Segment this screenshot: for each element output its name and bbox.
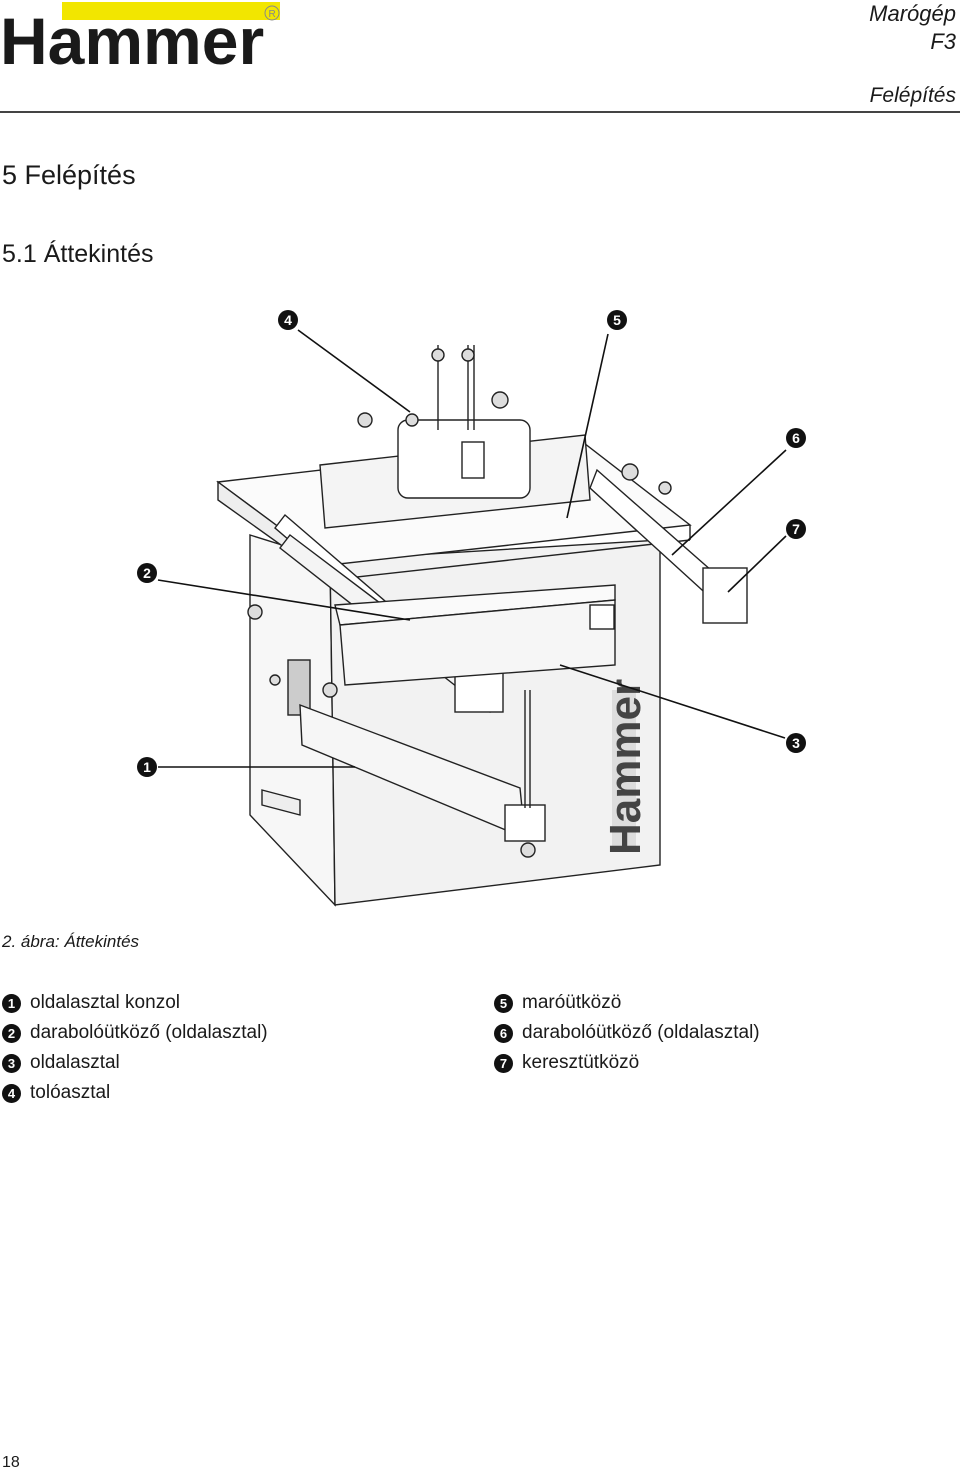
legend-item: 4 tolóasztal <box>2 1078 442 1108</box>
legend-number: 5 <box>494 993 513 1013</box>
svg-text:5: 5 <box>613 312 621 328</box>
callout-2-marker: 2 <box>137 563 157 583</box>
legend-number: 3 <box>2 1053 21 1073</box>
header-product-block: Marógép F3 <box>869 0 956 56</box>
callout-5-marker: 5 <box>607 310 627 330</box>
svg-text:2: 2 <box>143 565 151 581</box>
svg-text:7: 7 <box>792 521 800 537</box>
page-number: 18 <box>2 1454 20 1471</box>
chapter-heading: 5 Felépítés <box>2 160 136 190</box>
legend-left: 1 oldalasztal konzol 2 darabolóütköző (o… <box>2 988 442 1108</box>
legend-label: darabolóütköző (oldalasztal) <box>30 1022 268 1043</box>
svg-text:4: 4 <box>284 312 292 328</box>
figure-caption: 2. ábra: Áttekintés <box>2 932 140 951</box>
legend-item: 2 darabolóütköző (oldalasztal) <box>2 1018 442 1048</box>
legend-label: oldalasztal <box>30 1052 120 1073</box>
legend-label: tolóasztal <box>30 1082 111 1103</box>
svg-text:6: 6 <box>792 430 800 446</box>
registered-mark: R <box>269 9 276 20</box>
header-section: Felépítés <box>869 84 956 107</box>
header-model: F3 <box>930 29 956 54</box>
legend-number: 2 <box>2 1023 21 1043</box>
legend-number: 1 <box>2 993 21 1013</box>
legend-number: 7 <box>494 1053 513 1073</box>
section-heading: 5.1 Áttekintés <box>2 240 154 268</box>
legend-item: 3 oldalasztal <box>2 1048 442 1078</box>
legend-label: darabolóütköző (oldalasztal) <box>522 1022 760 1043</box>
callout-7-marker: 7 <box>786 519 806 539</box>
legend-label: oldalasztal konzol <box>30 992 180 1013</box>
logo-text: Hammer <box>0 4 264 72</box>
legend-label: keresztütközö <box>522 1052 640 1073</box>
legend-item: 7 keresztütközö <box>494 1048 934 1078</box>
side-logo-text: Hammer <box>601 679 650 855</box>
svg-text:1: 1 <box>143 759 151 775</box>
legend-right: 5 maróütközö 6 darabolóütköző (oldalaszt… <box>494 988 934 1078</box>
legend-number: 4 <box>2 1083 21 1103</box>
svg-text:3: 3 <box>792 735 800 751</box>
legend-item: 1 oldalasztal konzol <box>2 988 442 1018</box>
callout-6-marker: 6 <box>786 428 806 448</box>
legend-item: 6 darabolóütköző (oldalasztal) <box>494 1018 934 1048</box>
machine-overview-drawing: Hammer 4 5 6 7 2 3 1 <box>137 310 806 907</box>
header-divider <box>0 111 960 113</box>
callout-1-marker: 1 <box>137 757 157 777</box>
header-product: Marógép <box>869 1 956 26</box>
legend-number: 6 <box>494 1023 513 1043</box>
callout-4-marker: 4 <box>278 310 298 330</box>
callout-lines <box>157 329 787 768</box>
legend-label: maróütközö <box>522 992 622 1013</box>
callout-3-marker: 3 <box>786 733 806 753</box>
legend-item: 5 maróütközö <box>494 988 934 1018</box>
hammer-logo: Hammer R <box>0 2 280 72</box>
